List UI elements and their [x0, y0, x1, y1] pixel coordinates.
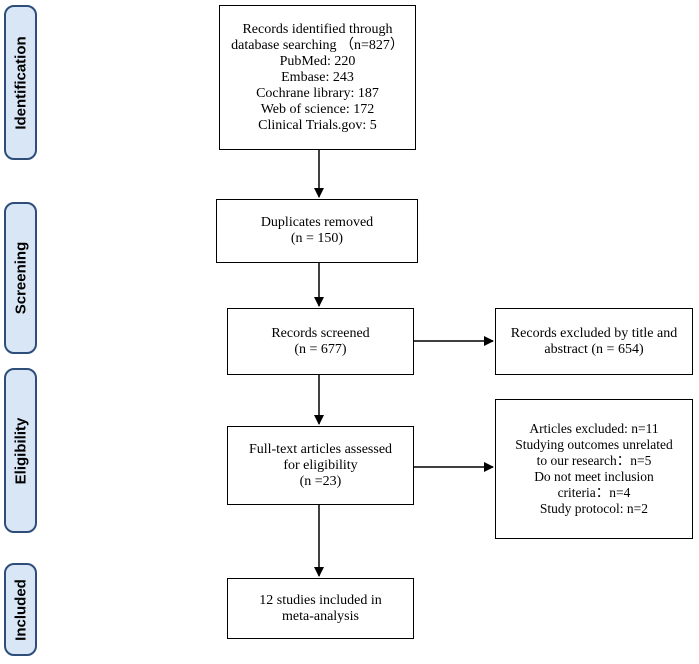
- box-line: Full-text articles assessed: [248, 441, 393, 457]
- box-line: database searching （n=827）: [231, 37, 404, 53]
- box-line: Articles excluded: n=11: [529, 421, 659, 436]
- box-line: (n = 150): [290, 231, 344, 246]
- box-line: Records screened: [271, 325, 370, 341]
- box-line: Do not meet inclusion: [534, 469, 654, 484]
- stage-included: Included: [4, 563, 37, 656]
- box-line: Web of science: 172: [260, 101, 375, 117]
- box-line: 12 studies included in: [259, 592, 382, 608]
- box-line: Embase: 243: [281, 69, 354, 85]
- box-line: meta-analysis: [282, 608, 359, 624]
- stage-identification: Identification: [4, 5, 37, 160]
- box-line: Study protocol: n=2: [539, 501, 649, 516]
- box-line: Duplicates removed: [260, 215, 374, 230]
- box-line: criteria：n=4: [557, 485, 631, 500]
- box-line: (n =23): [299, 473, 342, 489]
- box-line: abstract (n = 654): [544, 341, 644, 357]
- box-line: Clinical Trials.gov: 5: [258, 117, 377, 133]
- box-line: PubMed: 220: [279, 53, 356, 69]
- stage-eligibility: Eligibility: [4, 368, 37, 533]
- box-duplicates-removed: Duplicates removed(n = 150): [216, 199, 418, 263]
- box-line: Studying outcomes unrelated: [515, 437, 673, 452]
- box-line: Records excluded by title and: [510, 325, 678, 341]
- box-records-screened: Records screened(n = 677): [227, 308, 414, 375]
- box-text: Duplicates removed(n = 150): [261, 215, 373, 247]
- box-text: Records screened(n = 677): [271, 326, 369, 358]
- box-line: Records identified through: [242, 21, 393, 37]
- box-line: Cochrane library: 187: [256, 85, 379, 101]
- box-line: for eligibility: [283, 457, 358, 473]
- stage-screening: Screening: [4, 202, 37, 354]
- box-line: to our research：n=5: [536, 453, 652, 468]
- box-line: (n = 677): [294, 341, 347, 357]
